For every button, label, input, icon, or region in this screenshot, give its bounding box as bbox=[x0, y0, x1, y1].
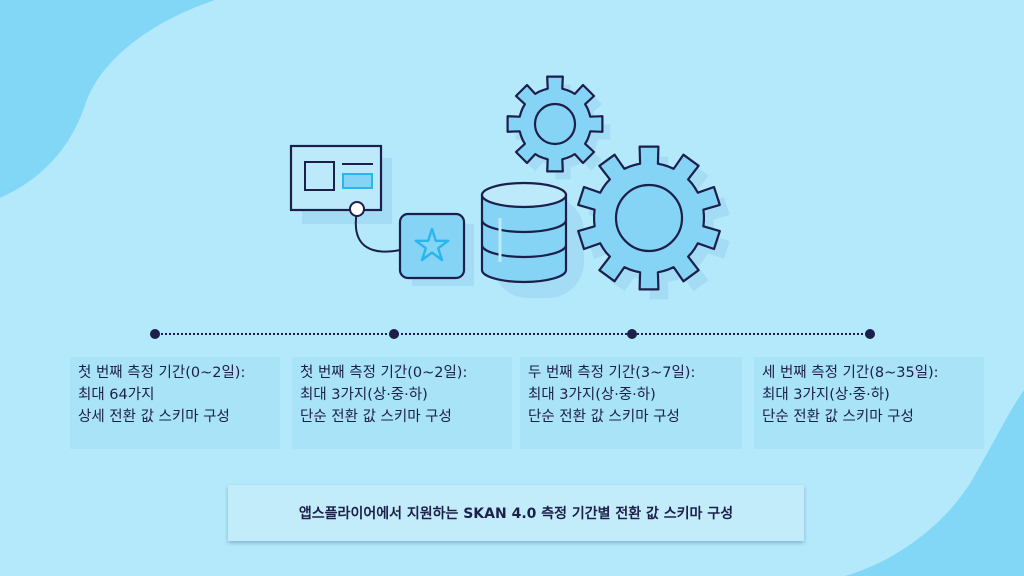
timeline-dot bbox=[627, 329, 637, 339]
database-icon bbox=[480, 181, 568, 284]
timeline bbox=[150, 327, 877, 341]
stage-schema: 단순 전환 값 스키마 구성 bbox=[300, 409, 452, 425]
timeline-dot bbox=[389, 329, 399, 339]
timeline-dotted-line bbox=[156, 333, 871, 335]
bottom-right-blob bbox=[845, 390, 1024, 576]
stage-card-1: 첫 번째 측정 기간(0~2일): 최대 64가지 상세 전환 값 스키마 구성 bbox=[70, 357, 280, 449]
large-gear-icon bbox=[577, 145, 730, 300]
stage-card-4: 세 번째 측정 기간(8~35일): 최대 3가지(상·중·하) 단순 전환 값… bbox=[754, 357, 984, 449]
stage-period: 세 번째 측정 기간(8~35일): bbox=[762, 365, 939, 381]
small-gear-icon bbox=[506, 75, 611, 180]
stage-period: 첫 번째 측정 기간(0~2일): bbox=[78, 365, 246, 381]
stage-card-2: 첫 번째 측정 기간(0~2일): 최대 3가지(상·중·하) 단순 전환 값 … bbox=[292, 357, 512, 449]
stage-schema: 상세 전환 값 스키마 구성 bbox=[78, 409, 230, 425]
star-badge-icon bbox=[398, 212, 466, 280]
caption-text: 앱스플라이어에서 지원하는 SKAN 4.0 측정 기간별 전환 값 스키마 구… bbox=[298, 506, 734, 522]
stage-limit: 최대 3가지(상·중·하) bbox=[300, 387, 428, 403]
caption-box: 앱스플라이어에서 지원하는 SKAN 4.0 측정 기간별 전환 값 스키마 구… bbox=[228, 485, 804, 541]
top-left-blob bbox=[0, 0, 215, 198]
stage-limit: 최대 3가지(상·중·하) bbox=[762, 387, 890, 403]
browser-window-icon bbox=[289, 144, 401, 253]
stage-card-3: 두 번째 측정 기간(3~7일): 최대 3가지(상·중·하) 단순 전환 값 … bbox=[520, 357, 742, 449]
timeline-dot bbox=[150, 329, 160, 339]
stage-limit: 최대 64가지 bbox=[78, 387, 155, 403]
stage-schema: 단순 전환 값 스키마 구성 bbox=[762, 409, 914, 425]
stage-limit: 최대 3가지(상·중·하) bbox=[528, 387, 656, 403]
stage-period: 두 번째 측정 기간(3~7일): bbox=[528, 365, 696, 381]
stage-period: 첫 번째 측정 기간(0~2일): bbox=[300, 365, 468, 381]
stage-schema: 단순 전환 값 스키마 구성 bbox=[528, 409, 680, 425]
timeline-dot bbox=[865, 329, 875, 339]
